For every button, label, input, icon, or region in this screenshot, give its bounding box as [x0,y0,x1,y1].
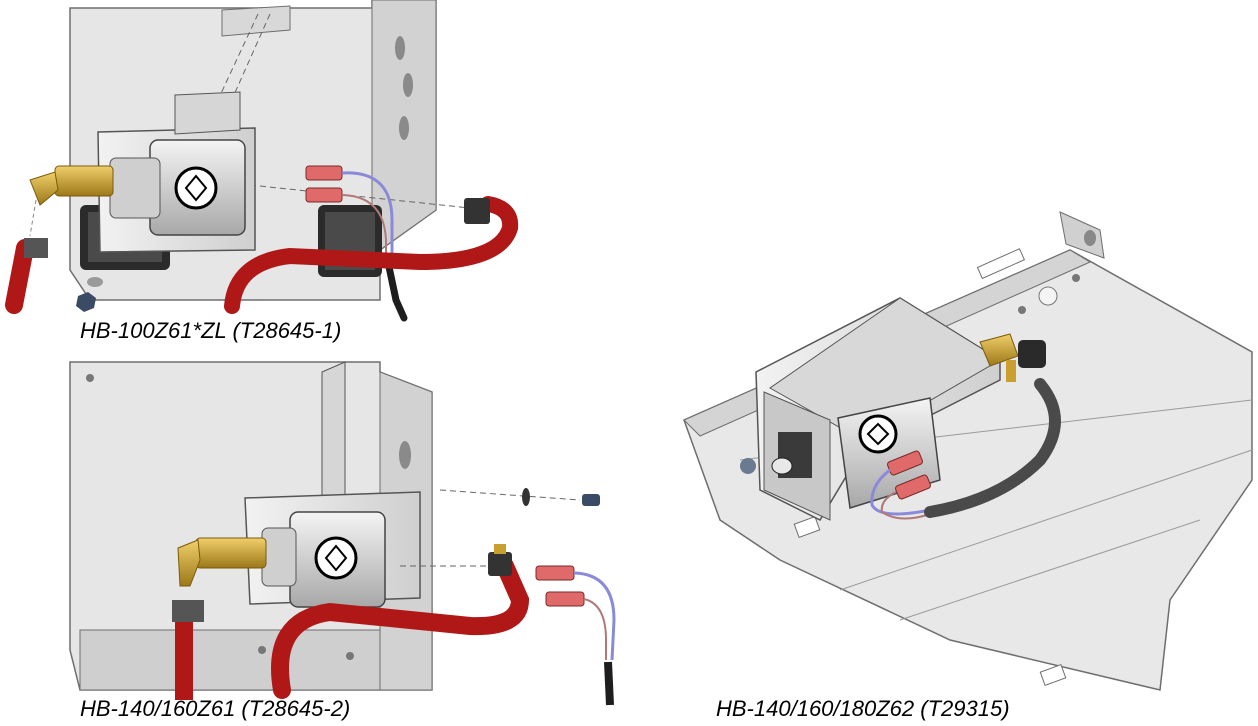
panel-hole [1039,287,1057,305]
solenoid-icon [176,168,216,208]
panel-lower-flange [80,630,380,690]
assembly-line [30,200,36,236]
cable-sheath [388,262,404,318]
assembly-line [440,490,580,500]
panel-slot [399,116,409,140]
screw-icon [582,494,600,506]
washer [522,488,530,506]
panel-hole [258,646,266,654]
figure-3-assembly [684,212,1252,690]
hose-clamp [464,198,490,224]
panel-hole [1072,274,1080,282]
washer [87,277,103,287]
pump-port [772,458,792,474]
fitting-icon [1006,360,1016,382]
connector-icon [536,566,574,580]
pump-body [262,528,296,586]
fitting-icon [494,544,506,554]
panel-hole [1084,230,1096,246]
figure-2-assembly [70,362,614,705]
panel-hole [1018,306,1026,314]
panel-slot [399,441,411,469]
figure-caption-3: HB-140/160/180Z62 (T29315) [716,696,1010,722]
connector-icon [546,592,584,606]
figure-caption-1: HB-100Z61*ZL (T28645-1) [80,318,341,344]
fitting-icon [196,538,266,568]
pump-body [110,158,160,218]
panel-hole [346,652,354,660]
bracket-top-plate [175,92,240,134]
tall-bracket [322,362,345,510]
figure-1-assembly [14,0,510,318]
screw-icon [740,458,756,474]
cable-sheath [608,662,610,705]
panel-hole [86,374,94,382]
panel-slot [403,73,413,97]
hose-clamp [488,552,512,576]
elbow-fitting [30,172,58,205]
hose-clamp [24,238,48,258]
wire-brown [584,599,606,660]
connector-icon [306,166,342,180]
panel-cutout [1040,665,1065,686]
panel-slot [395,36,405,60]
solenoid-icon [860,416,896,452]
hose-clamp [172,600,204,622]
wire-blue [574,573,614,660]
solenoid-icon [316,538,356,578]
hose-clamp [1018,340,1046,368]
connector-icon [306,188,342,202]
figure-caption-2: HB-140/160Z61 (T28645-2) [80,696,350,722]
fitting-icon [55,166,113,196]
hose-icon [14,248,25,305]
